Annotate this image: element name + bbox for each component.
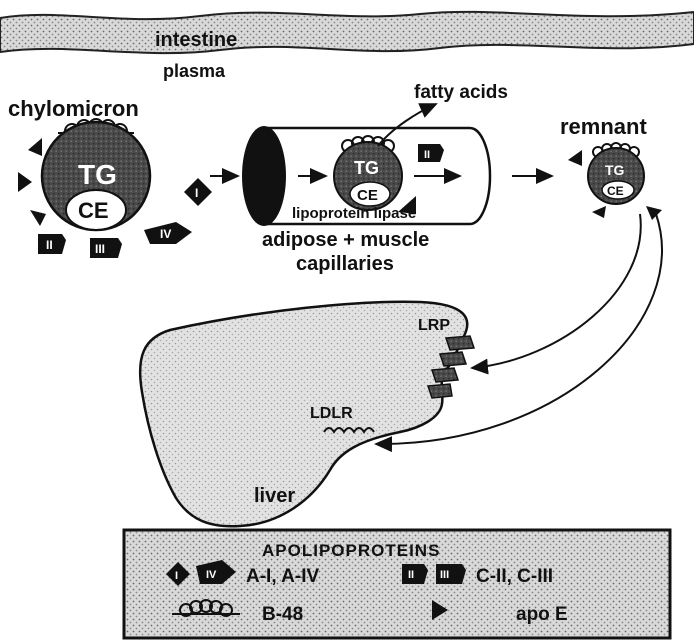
chylomicron-ce-label: CE xyxy=(78,198,109,223)
svg-text:I: I xyxy=(195,186,198,200)
apo-a1-diamond-icon: I xyxy=(184,178,212,206)
apo-e-triangle-icon xyxy=(28,138,42,156)
svg-text:III: III xyxy=(95,242,105,256)
legend-a-label: A-I, A-IV xyxy=(246,566,320,587)
apolipoprotein-legend: APOLIPOPROTEINS I IV A-I, A-IV II III C-… xyxy=(124,530,670,638)
svg-text:IV: IV xyxy=(206,569,217,581)
remnant-to-lrp-arrow xyxy=(472,214,641,368)
remnant-particle: TG CE xyxy=(588,143,644,204)
legend-c-label: C-II, C-III xyxy=(476,566,553,587)
plasma-label: plasma xyxy=(163,61,226,81)
apo-e-triangle-icon xyxy=(568,150,582,166)
liver-label: liver xyxy=(254,485,295,507)
svg-text:CE: CE xyxy=(607,184,624,198)
fatty-acids-label: fatty acids xyxy=(414,82,508,103)
lrp-label: LRP xyxy=(418,317,450,334)
svg-text:III: III xyxy=(440,569,449,581)
apo-e-triangle-icon xyxy=(646,206,662,220)
apo-c2-badge-icon: II xyxy=(418,144,444,162)
legend-e-label: apo E xyxy=(516,604,568,625)
apo-a4-badge-icon: IV xyxy=(144,222,192,244)
legend-apo-c2-icon xyxy=(402,564,428,584)
apo-e-triangle-icon xyxy=(592,206,606,218)
svg-text:I: I xyxy=(175,570,178,582)
svg-text:II: II xyxy=(424,149,430,161)
apo-e-triangle-icon xyxy=(30,210,46,226)
intestine-label: intestine xyxy=(155,29,237,51)
intestine-wall xyxy=(0,12,694,53)
svg-text:CE: CE xyxy=(357,187,378,204)
apo-e-triangle-icon xyxy=(18,172,32,192)
svg-text:IV: IV xyxy=(160,227,171,241)
svg-text:II: II xyxy=(408,569,414,581)
svg-text:TG: TG xyxy=(605,162,625,178)
apo-c2-badge-icon: II xyxy=(38,234,66,254)
capillaries-label-line1: adipose + muscle xyxy=(262,229,429,251)
legend-b-label: B-48 xyxy=(262,604,303,625)
liver-shape xyxy=(140,302,467,527)
legend-title: APOLIPOPROTEINS xyxy=(262,541,440,560)
chylomicron-label: chylomicron xyxy=(8,96,139,121)
remnant-label: remnant xyxy=(560,114,647,139)
chylomicron-tg-label: TG xyxy=(78,159,117,190)
lipoprotein-lipase-label: lipoprotein lipase xyxy=(292,205,416,222)
ldlr-label: LDLR xyxy=(310,405,353,422)
svg-text:TG: TG xyxy=(354,158,379,178)
apo-c3-badge-icon: III xyxy=(90,238,122,258)
chylomicron-particle: TG CE xyxy=(42,119,150,230)
svg-text:II: II xyxy=(46,238,53,252)
capillaries-label-line2: capillaries xyxy=(296,253,394,275)
